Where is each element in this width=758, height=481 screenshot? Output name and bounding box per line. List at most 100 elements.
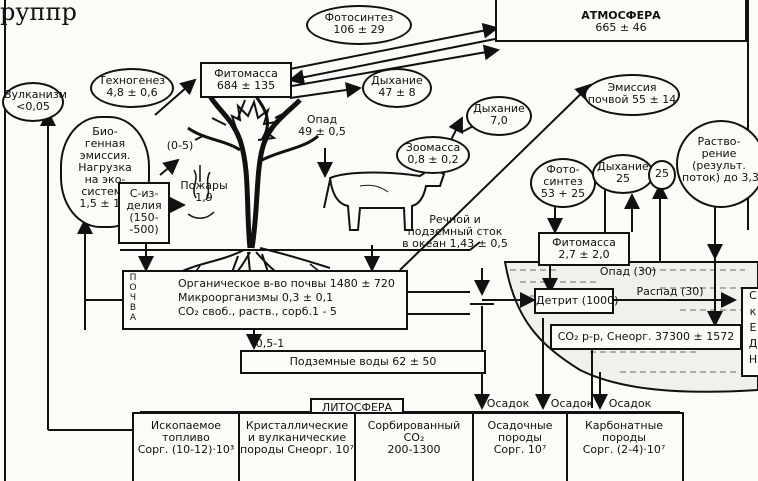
- dissolution-line-2: рение: [701, 147, 737, 160]
- litho-divider-2: [354, 414, 356, 481]
- runoff-line-1: Речной и: [429, 213, 481, 226]
- c-products-line-3: (150-: [129, 211, 159, 224]
- ocean-photosynthesis-cloud: Фото- синтез 53 + 25: [530, 158, 596, 208]
- phytomass-label: Фитомасса: [214, 67, 278, 80]
- ocean-photo-line-2: синтез: [543, 175, 583, 188]
- ocean-phytomass-label: Фитомасса: [552, 236, 616, 249]
- respiration-1-value: 47 ± 8: [378, 86, 416, 99]
- ocean-photo-value: 53 + 25: [540, 187, 586, 200]
- c-products-box: С-из- делия (150- -500): [118, 182, 170, 244]
- litho-fossil-line-2: топливо: [162, 431, 210, 444]
- c-products-line-1: С-из-: [129, 187, 159, 200]
- volcanism-cloud: Вулканизм <0,05: [2, 82, 67, 122]
- photosynthesis-value: 106 ± 29: [333, 23, 385, 36]
- biogenic-line-1: Био-: [92, 125, 118, 138]
- litho-carbonate: Карбонатные породы Сорг. (2-4)·10⁷: [568, 420, 680, 456]
- litho-crystalline-line-3: породы Снеорг. 10⁷: [240, 443, 354, 456]
- runoff-line-3: в океан 1,43 ± 0,5: [402, 237, 508, 250]
- litho-sedimentary-line-1: Осадочные: [487, 419, 553, 432]
- dissolution-line-3: (результ.: [692, 159, 746, 172]
- right-edge-letter-5: Н: [748, 354, 758, 366]
- litho-crystalline-line-1: Кристаллические: [245, 419, 349, 432]
- litho-sedimentary-line-2: породы: [498, 431, 542, 444]
- dissolution-line-4: поток) до 3,3: [682, 172, 758, 184]
- litho-sorbed-co2: Сорбированный CO₂ 200-1300: [356, 420, 472, 456]
- litho-fossil-fuel: Ископаемое топливо Сорг. (10-12)·10³: [134, 420, 238, 456]
- ocean-respiration-value: 25: [616, 172, 630, 185]
- biogenic-value: 1,5 ± 1,3: [79, 197, 131, 210]
- soil-side-letter-5: А: [129, 313, 137, 323]
- decay-label: Распад (30): [636, 285, 704, 298]
- litho-sorbed-line-3: 200-1300: [387, 443, 441, 456]
- atmosphere-box: АТМОСФЕРА 665 ± 46: [495, 0, 747, 42]
- phytomass-value: 684 ± 135: [216, 79, 276, 92]
- respiration-2-value: 7,0: [490, 114, 508, 127]
- dissolved-co2-box: CO₂ р-р, Снеорг. 37300 ± 1572: [550, 324, 742, 350]
- dissolved-co2-label: CO₂ р-р, Снеорг. 37300 ± 1572: [557, 330, 735, 343]
- technogenesis-cloud: Техногенез 4,8 ± 0,6: [90, 68, 174, 108]
- zoomass-value: 0,8 ± 0,2: [407, 153, 459, 166]
- groundwater-label: Подземные воды 62 ± 50: [289, 355, 437, 368]
- soil-side-letter-3: Ч: [129, 293, 137, 303]
- biogenic-line-6: систему: [81, 185, 129, 198]
- zoomass-cloud: Зоомасса 0,8 ± 0,2: [396, 136, 470, 174]
- volcanism-value: <0,05: [16, 100, 50, 113]
- lithosphere-title: ЛИТОСФЕРА: [321, 401, 393, 414]
- right-edge-box: [741, 287, 758, 377]
- groundwater-flux-label: 0,5-1: [255, 337, 285, 350]
- zoomass-label: Зоомасса: [405, 141, 461, 154]
- dissolution-cloud: Раство- рение (результ. поток) до 3,3: [676, 120, 758, 208]
- respiration-1-label: Дыхание: [371, 74, 423, 87]
- ocean-25-value: 25: [655, 167, 669, 180]
- phytomass-box: Фитомасса 684 ± 135: [200, 62, 292, 98]
- biogenic-line-4: Нагрузка: [78, 161, 132, 174]
- litho-sedimentary: Осадочные породы Сорг. 10⁷: [474, 420, 566, 456]
- ground-feather: [469, 241, 481, 251]
- ocean-25-cloud: 25: [648, 160, 676, 190]
- c-products-line-4: -500): [129, 223, 159, 236]
- litho-divider-1: [238, 414, 240, 481]
- fires-value: 1,9: [195, 191, 213, 204]
- technogenesis-value: 4,8 ± 0,6: [106, 86, 158, 99]
- soil-side-letter-1: П: [129, 273, 137, 283]
- ocean-phytomass-value: 2,7 ± 2,0: [558, 248, 610, 261]
- respiration-2-label: Дыхание: [473, 102, 525, 115]
- c-products-line-2: делия: [126, 199, 162, 212]
- ocean-respiration-cloud: Дыхание 25: [592, 154, 654, 194]
- litho-carbonate-line-2: породы: [602, 431, 646, 444]
- soil-microorganisms: Микроорганизмы 0,3 ± 0,1: [178, 291, 334, 304]
- volcanism-label: Вулканизм: [4, 88, 67, 101]
- detritus-label: Детрит (1000): [536, 294, 619, 307]
- soil-co2: CO₂ своб., раств., сорб.1 - 5: [178, 305, 337, 318]
- biogenic-line-2: генная: [84, 137, 126, 150]
- fires-range: (0-5): [166, 139, 194, 152]
- sediment-label-1: Осадок: [486, 397, 530, 410]
- photosynthesis-label: Фотосинтез: [324, 11, 394, 24]
- litho-fossil-line-1: Ископаемое: [150, 419, 222, 432]
- atmosphere-title: АТМОСФЕРА: [581, 9, 661, 22]
- ocean-respiration-label: Дыхание: [597, 160, 649, 173]
- detritus-box: Детрит (1000): [534, 288, 619, 314]
- fire-illustration: [187, 165, 215, 219]
- soil-side-letter-4: В: [129, 303, 137, 313]
- sediment-label-3: Осадок: [608, 397, 652, 410]
- right-edge-letter-3: Е: [749, 322, 757, 334]
- ocean-phytomass-box: Фитомасса 2,7 ± 2,0: [538, 232, 630, 266]
- biogenic-line-3: эмиссия.: [79, 149, 131, 162]
- sediment-label-2: Осадок: [550, 397, 594, 410]
- litho-divider-4: [566, 414, 568, 481]
- biogenic-line-5: на эко-: [84, 173, 126, 186]
- runoff-line-2: подземный сток: [407, 225, 503, 238]
- soil-emission-label: Эмиссия: [607, 81, 657, 94]
- litho-divider-3: [472, 414, 474, 481]
- litho-crystalline: Кристаллические и вулканические породы С…: [240, 420, 354, 456]
- ocean-litterfall-label: Опад (30): [599, 265, 657, 278]
- litho-sorbed-line-2: CO₂: [403, 431, 425, 444]
- soil-emission-cloud: Эмиссия почвой 55 ± 14: [584, 74, 680, 116]
- photosynthesis-cloud: Фотосинтез 106 ± 29: [306, 5, 412, 45]
- right-edge-letter-1: С: [749, 290, 757, 302]
- litterfall-value: 49 ± 0,5: [298, 125, 346, 138]
- litho-sorbed-line-1: Сорбированный: [367, 419, 461, 432]
- dissolution-line-1: Раство-: [697, 135, 741, 148]
